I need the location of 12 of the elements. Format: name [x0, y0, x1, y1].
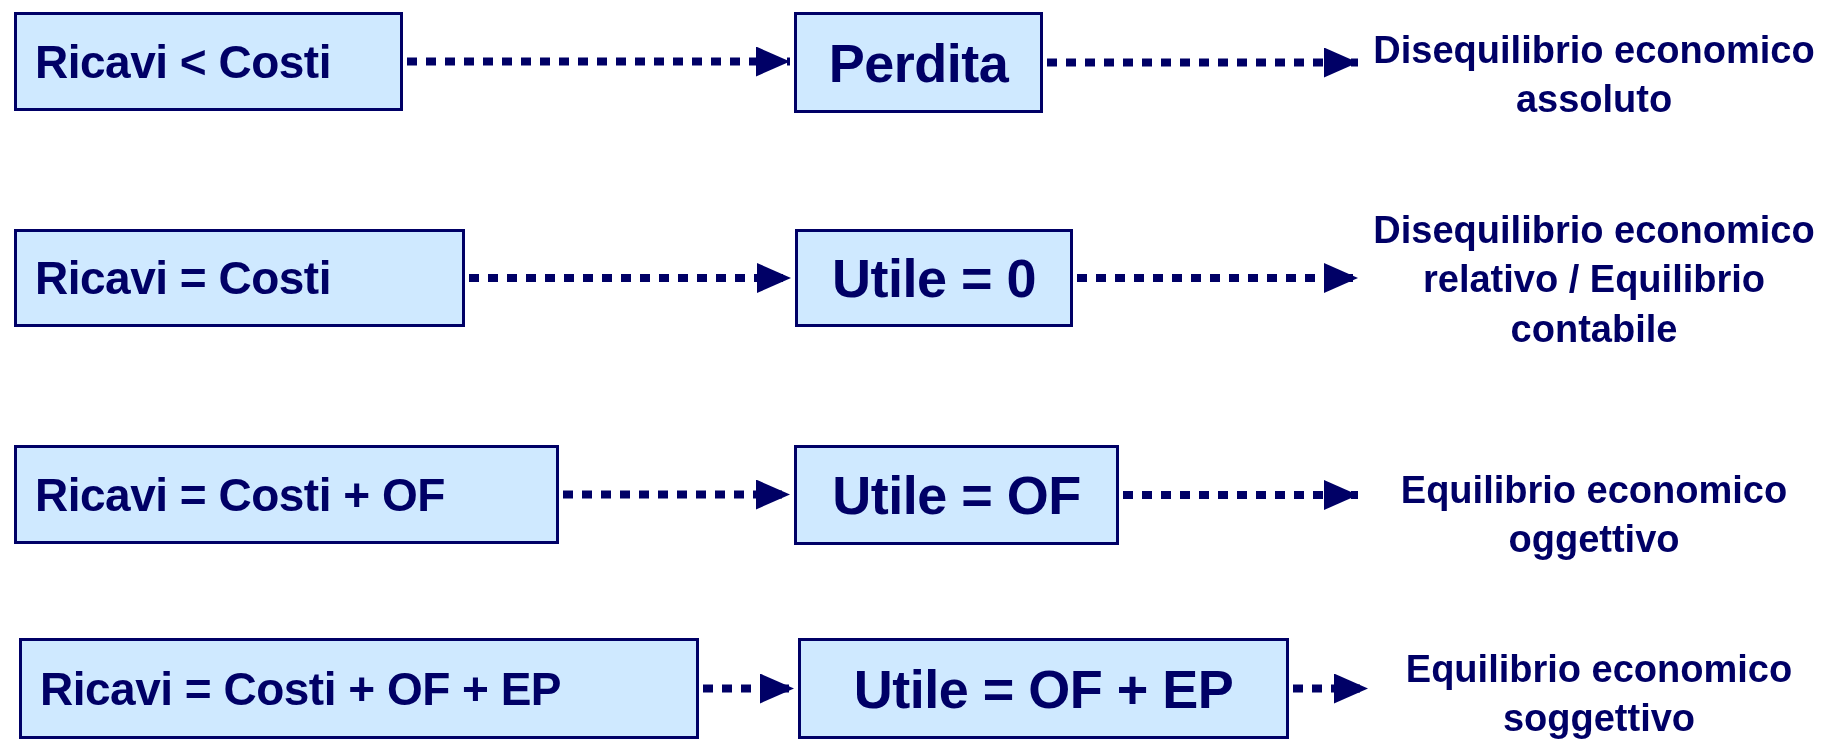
outcome-text: Disequilibrio economico relativo / Equilibrio contabile [1372, 207, 1816, 352]
outcome-text: Equilibrio economico oggettivo [1399, 467, 1789, 562]
result-box: Utile = OF + EP [798, 638, 1289, 739]
result-box: Utile = 0 [795, 229, 1073, 327]
condition-box: Ricavi = Costi + OF + EP [19, 638, 699, 739]
outcome-text: Equilibrio economico soggettivo [1404, 646, 1794, 741]
result-box: Perdita [794, 12, 1043, 113]
condition-box: Ricavi = Costi + OF [14, 445, 559, 544]
condition-box: Ricavi < Costi [14, 12, 403, 111]
result-box: Utile = OF [794, 445, 1119, 545]
condition-box: Ricavi = Costi [14, 229, 465, 327]
outcome-text: Disequilibrio economico assoluto [1372, 27, 1816, 122]
